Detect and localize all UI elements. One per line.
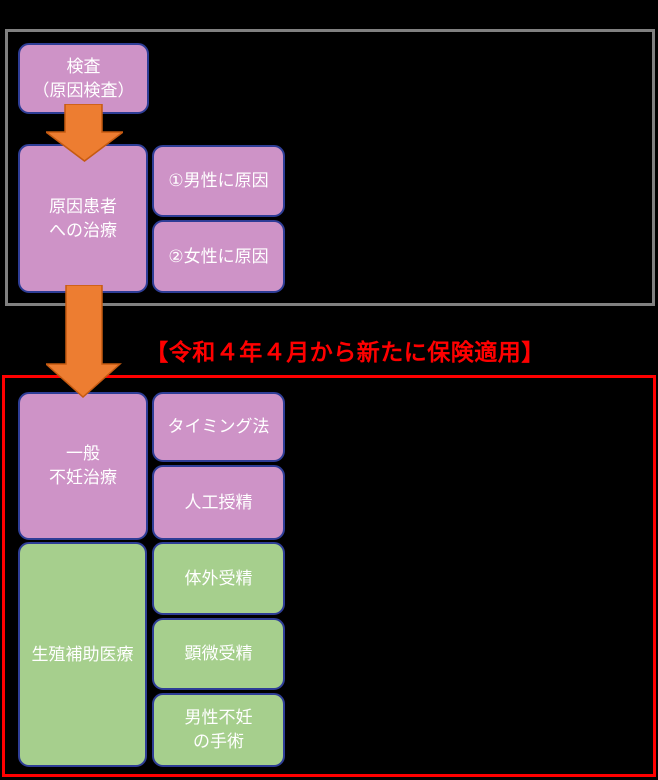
ivf-box: 体外受精 bbox=[152, 542, 285, 615]
assisted-reproduction-box-label: 生殖補助医療 bbox=[31, 644, 134, 664]
male-surgery-box: 男性不妊 の手術 bbox=[152, 693, 285, 767]
general-infertility-box: 一般 不妊治療 bbox=[18, 392, 148, 540]
icsi-box: 顕微受精 bbox=[152, 618, 285, 690]
female-cause-box-label: ②女性に原因 bbox=[168, 246, 269, 266]
timing-method-box-label: タイミング法 bbox=[167, 417, 270, 437]
cause-treatment-box-label: 原因患者 への治療 bbox=[49, 196, 117, 240]
male-cause-box: ①男性に原因 bbox=[152, 145, 285, 217]
cause-treatment-box: 原因患者 への治療 bbox=[18, 144, 148, 293]
down-arrow-icon bbox=[46, 104, 123, 162]
insurance-section-frame bbox=[2, 375, 656, 777]
icsi-box-label: 顕微受精 bbox=[184, 644, 253, 664]
insurance-banner-text: 【令和４年４月から新たに保険適用】 bbox=[145, 339, 545, 365]
assisted-reproduction-box: 生殖補助医療 bbox=[18, 542, 147, 767]
male-surgery-box-label: 男性不妊 の手術 bbox=[184, 708, 253, 751]
artificial-insemination-box-label: 人工授精 bbox=[184, 492, 253, 512]
artificial-insemination-box: 人工授精 bbox=[152, 465, 285, 540]
general-infertility-box-label: 一般 不妊治療 bbox=[49, 444, 117, 487]
male-cause-box-label: ①男性に原因 bbox=[168, 171, 269, 191]
exam-box-label: 検査 （原因検査） bbox=[32, 56, 135, 100]
examination-section-frame bbox=[5, 29, 655, 306]
female-cause-box: ②女性に原因 bbox=[152, 220, 285, 293]
timing-method-box: タイミング法 bbox=[152, 392, 285, 462]
down-arrow-icon bbox=[46, 285, 122, 398]
ivf-box-label: 体外受精 bbox=[184, 568, 253, 588]
